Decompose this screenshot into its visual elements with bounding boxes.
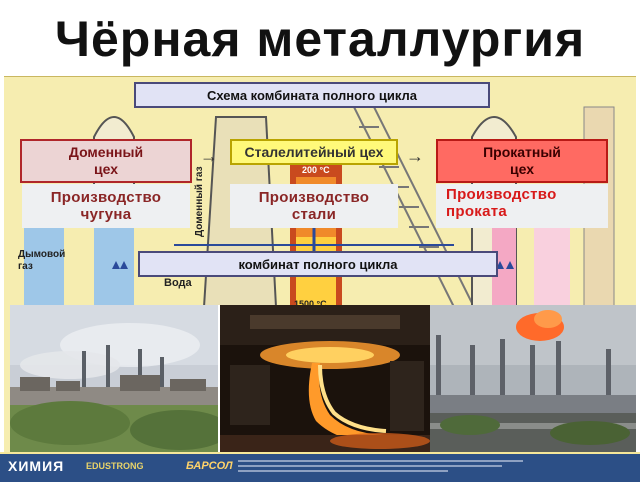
steel-production-label: Производство стали [230, 184, 398, 228]
industrial-city-photo [10, 305, 218, 465]
molten-steel-pouring-photo [218, 305, 432, 465]
edustrong-logo: EDUSTRONG [86, 461, 144, 471]
chemistry-logo: ХИМИЯ [8, 458, 65, 474]
water-label: Вода [164, 277, 192, 289]
rolling-shop-box: Прокатный цех [436, 139, 608, 183]
steel-plant-chimneys-photo [430, 305, 636, 465]
smoke-gas-label: Дымовой газ [18, 249, 66, 272]
page-title: Чёрная металлургия [54, 11, 586, 67]
full-cycle-combine-label: комбинат полного цикла [138, 251, 498, 277]
blast-gas-label: Доменный газ [194, 166, 205, 237]
temperature-bottom-label: 1500 °С [294, 299, 327, 309]
temperature-top-label: 200 °С [302, 165, 330, 175]
iron-production-label: Производство чугуна [22, 184, 190, 228]
rolled-production-label: Производство проката [436, 184, 608, 228]
diagram-area: Схема комбината полного цикла Доменный ц… [4, 76, 636, 465]
footer-band [0, 452, 640, 482]
fineprint-text-block [238, 460, 538, 476]
scheme-title: Схема комбината полного цикла [134, 82, 490, 108]
blast-furnace-shop-box: Доменный цех [20, 139, 192, 183]
partner-logo: БАРСОЛ [186, 460, 233, 472]
steel-shop-box: Сталелитейный цех [230, 139, 398, 165]
right-column [534, 227, 570, 307]
arrow-right-icon: → [200, 146, 218, 166]
arrow-right-icon: → [406, 146, 424, 166]
flow-arrows [112, 261, 514, 269]
left-gas-column [24, 227, 64, 307]
